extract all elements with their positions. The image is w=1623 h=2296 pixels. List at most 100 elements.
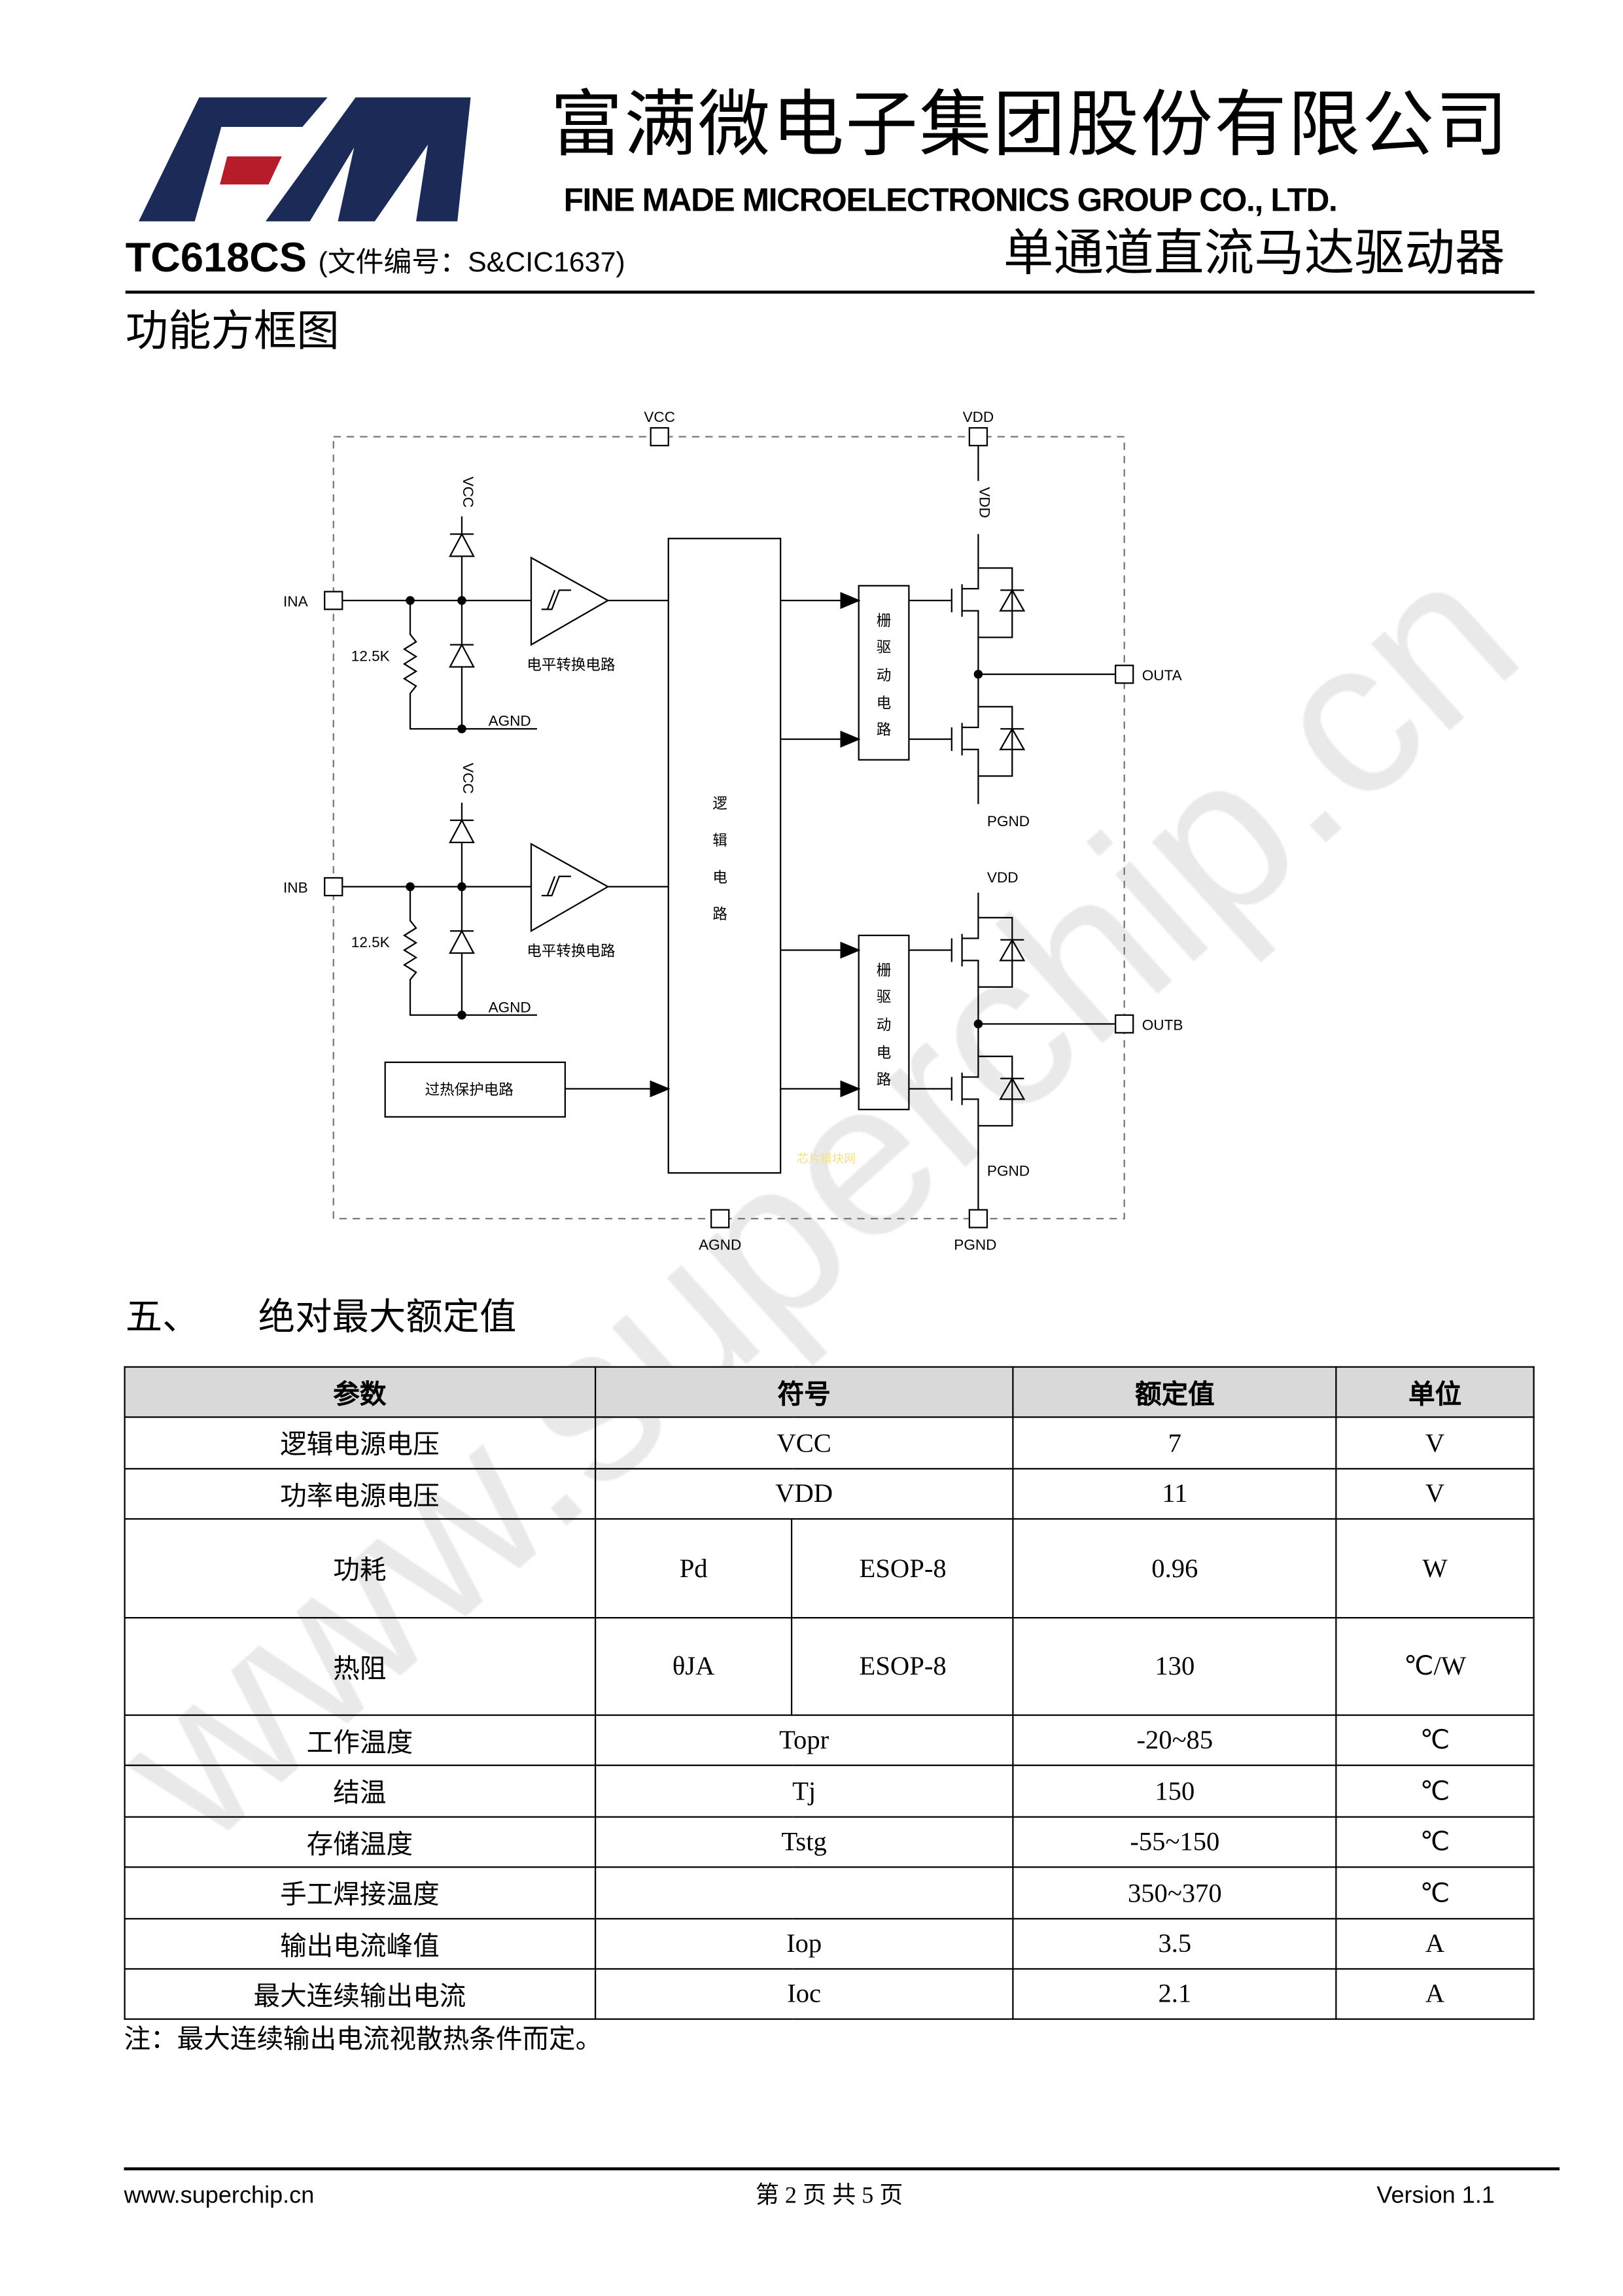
table-note: 注：最大连续输出电流视散热条件而定。 <box>124 2024 602 2054</box>
gate-a-label-5: 路 <box>877 722 892 738</box>
pgnd-pin-label: PGND <box>954 1236 996 1253</box>
cell-value: 130 <box>1012 1617 1337 1716</box>
doc-number: (文件编号：S&CIC1637) <box>318 247 625 279</box>
input-stage-b <box>342 802 669 1020</box>
cell-value: -20~85 <box>1012 1714 1337 1766</box>
model-line: TC618CS (文件编号：S&CIC1637) <box>126 235 625 281</box>
logo-red-square <box>220 156 282 184</box>
table-header-row: 参数 符号 额定值 单位 <box>124 1366 1535 1418</box>
gate-b-label-3: 动 <box>877 1017 892 1033</box>
gate-driver-block <box>858 585 910 761</box>
cell-unit: ℃ <box>1335 1714 1535 1766</box>
cell-param: 结温 <box>124 1764 596 1818</box>
cell-symbol <box>594 1866 1015 1920</box>
section-title: 绝对最大额定值 <box>258 1296 517 1338</box>
cell-unit: V <box>1335 1416 1535 1470</box>
vcc-pin-label: VCC <box>644 409 675 425</box>
section-title-ratings: 五、 绝对最大额定值 <box>125 1296 517 1339</box>
output-stage-a <box>780 567 1116 805</box>
logic-block <box>667 538 782 1174</box>
diagram-labels: VCC VDD INA INB 12.5K 12.5K VCC VCC AGND… <box>283 409 1183 1253</box>
cell-value: 350~370 <box>1012 1866 1337 1920</box>
schmitt-buffer <box>530 556 610 646</box>
pgnd-b-label: PGND <box>987 1163 1030 1179</box>
vdd-pin-label: VDD <box>963 409 994 425</box>
resistor-a-label: 12.5K <box>351 648 390 664</box>
hysteresis-icon <box>541 589 571 610</box>
company-logo <box>139 97 471 222</box>
agnd-pin <box>710 1209 730 1228</box>
cell-symbol: Tstg <box>594 1816 1015 1868</box>
resistor-b-label: 12.5K <box>351 934 390 950</box>
outb-label: OUTB <box>1142 1017 1183 1033</box>
logic-label-1: 逻 <box>712 795 727 812</box>
pgnd-pin <box>968 1209 988 1228</box>
vcc-a-label: VCC <box>460 477 476 508</box>
esd-diode-down <box>449 643 475 668</box>
vdd-b-label: VDD <box>987 869 1019 886</box>
gate-b-label-5: 路 <box>877 1071 892 1088</box>
cell-unit: A <box>1335 1968 1535 2020</box>
ina-pin <box>324 591 343 610</box>
company-name-cn: 富满微电子集团股份有限公司 <box>550 82 1510 167</box>
vcc-pin <box>650 426 669 447</box>
cell-value: 7 <box>1012 1416 1337 1470</box>
cell-package: ESOP-8 <box>791 1617 1015 1716</box>
input-stage-a <box>342 516 669 733</box>
cell-unit: ℃ <box>1335 1764 1535 1818</box>
logic-label-4: 路 <box>712 906 727 922</box>
gate-b-label-4: 电 <box>877 1045 892 1061</box>
logic-label-3: 电 <box>712 869 727 886</box>
outa-pin <box>1115 665 1134 684</box>
ina-label: INA <box>283 593 308 610</box>
company-name-en: FINE MADE MICROELECTRONICS GROUP CO., LT… <box>563 181 1338 218</box>
overtemp-label: 过热保护电路 <box>425 1082 514 1098</box>
cell-value: -55~150 <box>1012 1816 1337 1868</box>
logic-label-2: 辑 <box>712 832 727 848</box>
cell-symbol: Pd <box>594 1518 794 1619</box>
cell-unit: W <box>1335 1518 1535 1619</box>
cell-param: 热阻 <box>124 1617 596 1716</box>
header-unit: 单位 <box>1335 1366 1535 1418</box>
cell-symbol: Topr <box>594 1714 1015 1766</box>
agnd-pin-label: AGND <box>699 1236 741 1253</box>
gate-a-label-2: 驱 <box>877 639 892 655</box>
agnd-a-label: AGND <box>489 713 531 729</box>
inb-pin <box>324 877 343 897</box>
gate-a-label-3: 动 <box>877 667 892 684</box>
cell-symbol: Tj <box>594 1764 1015 1818</box>
cell-unit: ℃ <box>1335 1816 1535 1868</box>
agnd-b-label: AGND <box>489 999 531 1015</box>
inb-label: INB <box>283 880 308 896</box>
esd-diode-up <box>449 532 475 557</box>
outb-pin <box>1115 1014 1134 1034</box>
footer-page-number: 第 2 页 共 5 页 <box>755 2183 903 2209</box>
section-number: 五、 <box>125 1296 200 1338</box>
gate-b-label-2: 驱 <box>877 988 892 1005</box>
product-name: 单通道直流马达驱动器 <box>1003 226 1505 282</box>
section-title-block-diagram: 功能方框图 <box>125 308 340 356</box>
gate-b-label-1: 栅 <box>877 962 892 979</box>
cell-unit: ℃/W <box>1335 1617 1535 1716</box>
cell-unit: A <box>1335 1918 1535 1970</box>
footer-website-link[interactable]: www.superchip.cn <box>124 2183 315 2209</box>
cell-value: 11 <box>1012 1468 1337 1520</box>
cell-symbol: Iop <box>594 1918 1015 1970</box>
cell-package: ESOP-8 <box>791 1518 1015 1619</box>
header-divider <box>125 290 1535 294</box>
cell-param: 工作温度 <box>124 1714 596 1766</box>
vcc-b-label: VCC <box>460 763 476 794</box>
gate-a-label-1: 栅 <box>877 612 892 629</box>
